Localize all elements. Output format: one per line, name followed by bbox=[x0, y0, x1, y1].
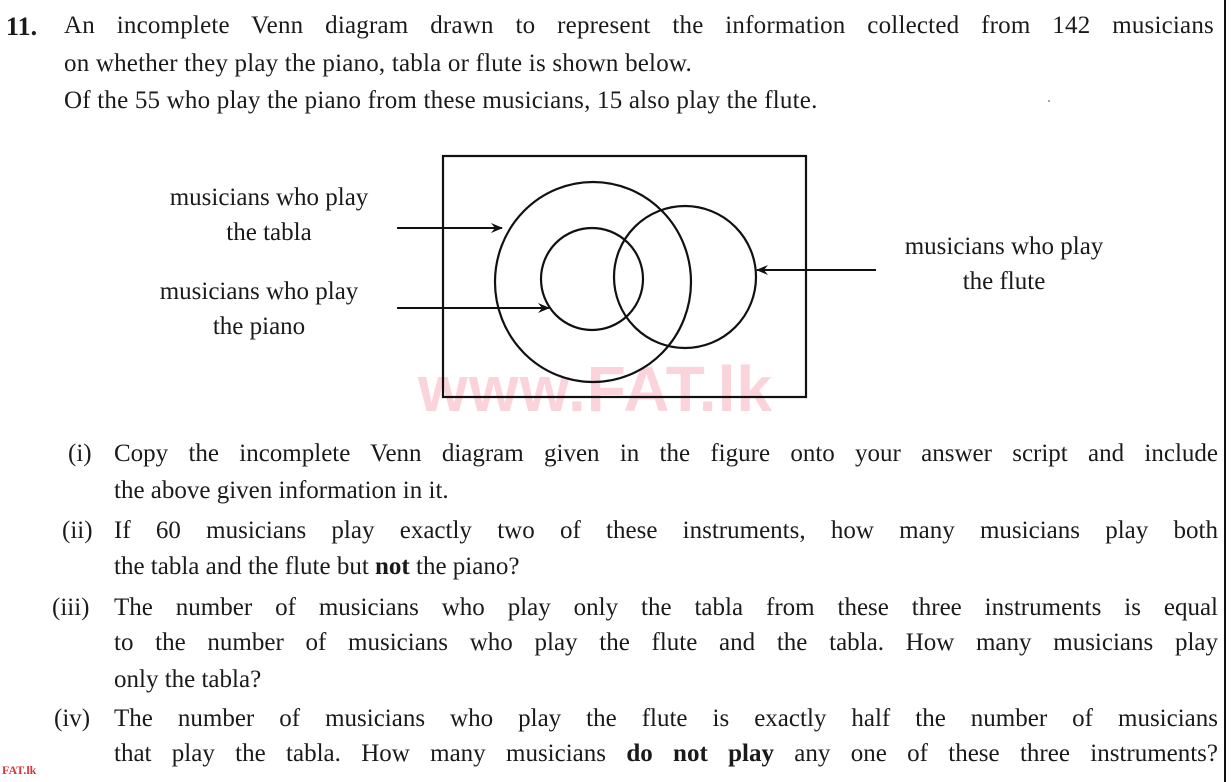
tabla-label-line-2: the tabla bbox=[226, 219, 312, 246]
part-i-line-1: Copy the incomplete Venn diagram given i… bbox=[114, 440, 1218, 467]
intro-line-1: An incomplete Venn diagram drawn to repr… bbox=[64, 12, 1214, 39]
part-iv-line-2: that play the tabla. How many musicians … bbox=[114, 740, 1218, 768]
intro-line-3: Of the 55 who play the piano from these … bbox=[64, 87, 818, 114]
flute-label-line-1: musicians who play bbox=[904, 233, 1104, 260]
part-iii-line-2: to the number of musicians who play the … bbox=[114, 629, 1218, 656]
page-right-border bbox=[1224, 0, 1226, 782]
part-iv-line-2-pre: that play the tabla. How many musicians bbox=[114, 740, 627, 767]
flute-label-line-2: the flute bbox=[962, 268, 1046, 295]
piano-label: musicians who play the piano bbox=[136, 274, 382, 344]
part-iii-label: (iii) bbox=[52, 594, 90, 621]
piano-label-line-2: the piano bbox=[212, 313, 306, 340]
flute-label: musicians who play the flute bbox=[880, 229, 1128, 299]
piano-set-circle bbox=[539, 226, 645, 332]
tabla-label-line-1: musicians who play bbox=[169, 184, 369, 211]
part-iv-line-1: The number of musicians who play the flu… bbox=[114, 705, 1218, 732]
corner-watermark: FAT.lk bbox=[2, 763, 37, 777]
intro-line-2: on whether they play the piano, tabla or… bbox=[64, 50, 692, 77]
question-number: 11. bbox=[6, 12, 38, 41]
part-i-line-2: the above given information in it. bbox=[114, 477, 449, 504]
universal-set-box bbox=[441, 154, 808, 399]
flute-set-circle bbox=[612, 204, 758, 350]
part-ii-line-2-pre: the tabla and the flute but bbox=[114, 553, 376, 580]
part-iii-line-3: only the tabla? bbox=[114, 666, 262, 693]
part-ii-line-2: the tabla and the flute but not the pian… bbox=[114, 553, 519, 581]
part-ii-line-2-post: the piano? bbox=[409, 553, 520, 580]
piano-label-line-1: musicians who play bbox=[159, 278, 359, 305]
part-ii-emphasis-not: not bbox=[375, 553, 410, 580]
part-iv-emphasis-do-not-play: do not play bbox=[626, 740, 774, 767]
tabla-set-circle bbox=[493, 180, 693, 384]
scan-speck bbox=[1048, 100, 1050, 102]
part-iv-line-2-post: any one of these three instruments? bbox=[773, 740, 1219, 767]
part-ii-line-1: If 60 musicians play exactly two of thes… bbox=[114, 517, 1218, 544]
watermark: www.FAT.lk bbox=[418, 353, 773, 425]
part-ii-label: (ii) bbox=[62, 517, 93, 544]
tabla-label: musicians who play the tabla bbox=[146, 180, 392, 250]
part-iv-label: (iv) bbox=[54, 705, 91, 732]
part-i-label: (i) bbox=[68, 440, 92, 467]
part-iii-line-1: The number of musicians who play only th… bbox=[114, 594, 1218, 621]
